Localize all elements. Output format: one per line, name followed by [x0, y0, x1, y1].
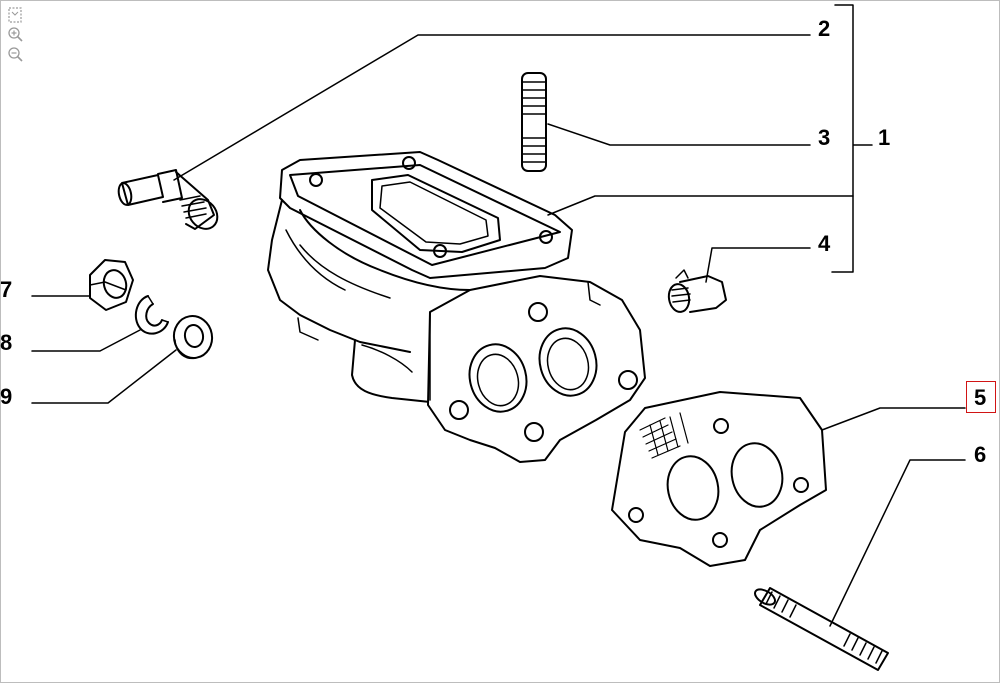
leader-4: [705, 247, 811, 283]
zoom-in-icon[interactable]: [6, 26, 24, 44]
callout-5[interactable]: 5: [974, 385, 986, 410]
leader-3: [547, 123, 811, 146]
leader-lines: [31, 4, 966, 627]
leader-6: [829, 459, 966, 627]
bracket-1: [831, 4, 873, 273]
part-1-body[interactable]: [267, 151, 646, 463]
selected-callout-highlight: [966, 381, 996, 413]
fit-page-icon[interactable]: [6, 6, 24, 24]
callout-8[interactable]: 8: [0, 330, 12, 355]
callout-7[interactable]: 7: [0, 277, 12, 302]
leader-8: [31, 329, 141, 352]
gasket-markings: [639, 412, 689, 459]
part-6-stud[interactable]: [752, 586, 889, 671]
part-4-nipple[interactable]: [667, 269, 727, 314]
callout-6[interactable]: 6: [974, 442, 986, 467]
leader-5: [821, 407, 966, 431]
callout-3[interactable]: 3: [818, 125, 830, 150]
zoom-out-icon[interactable]: [6, 46, 24, 64]
leader-9: [31, 349, 177, 404]
leader-2: [173, 34, 811, 181]
part-5-gasket[interactable]: [611, 391, 827, 567]
callout-2[interactable]: 2: [818, 16, 830, 41]
part-3-stud[interactable]: [521, 72, 547, 172]
callout-4[interactable]: 4: [818, 231, 831, 256]
viewer-toolbar: [6, 6, 26, 64]
part-8-split-washer[interactable]: [134, 295, 169, 335]
leader-1-body: [547, 195, 854, 216]
callout-1[interactable]: 1: [878, 125, 890, 150]
part-9-washer[interactable]: [171, 313, 216, 361]
part-7-nut[interactable]: [89, 259, 134, 311]
callout-9[interactable]: 9: [0, 384, 12, 409]
part-2-fitting[interactable]: [117, 169, 223, 235]
